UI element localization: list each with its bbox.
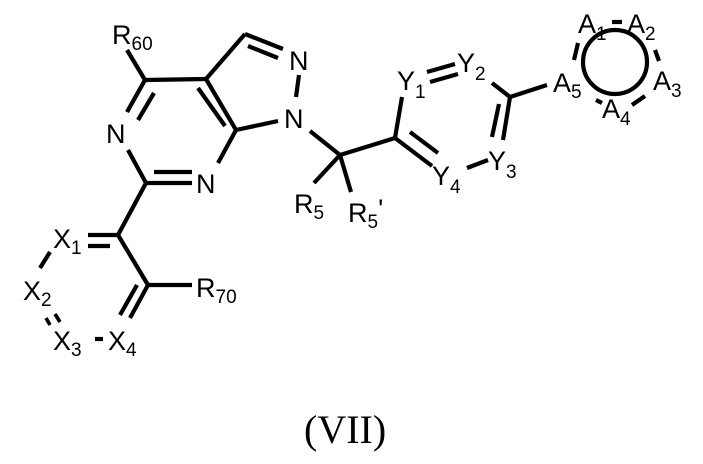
figure-caption: (VII) [304,407,386,452]
bond-x2-x3-inner [53,313,62,323]
bond-a3-a4 [630,94,647,107]
label-y4: Y4 [432,161,461,198]
label-r70: R70 [196,273,237,308]
bond-y4-c1p [393,136,434,168]
bond-ch-r5 [312,153,342,185]
bond-c4-c3a [144,76,207,83]
label-x1: X1 [53,224,82,259]
label-a5: A5 [553,68,582,103]
bond-x1-x2 [38,250,52,270]
label-r60: R60 [112,20,153,55]
label-n5: N [106,119,126,149]
bond-y3-y4 [466,158,489,170]
bond-a2-a3 [653,49,661,62]
aromatic-ring-circle [580,27,650,97]
bond-y4-c1p-inner [408,130,440,155]
bond-c7a-c3a [204,77,238,132]
bond-n2-n1 [293,74,302,98]
bond-c3-n2-inner [247,44,279,60]
label-x2: X2 [23,276,52,311]
bond-c4p-a5 [509,83,548,99]
bonds [38,19,661,342]
bond-n5-c6 [126,148,148,185]
bond-c6-ringc [116,182,148,236]
bond-n1-ch [308,129,342,157]
label-y1: Y1 [397,66,426,103]
bond-a5-a1 [571,42,581,61]
label-r5-prime: R5' [348,194,383,233]
bond-ch-r5p [337,154,354,193]
bond-c4p-y3 [500,96,513,141]
bond-y1-y2 [426,61,456,75]
bond-ringc-cr70 [116,233,150,287]
bond-ch-c1p [339,135,396,158]
bond-c4-n5 [125,78,147,114]
bond-c4-n5-inner [136,91,156,122]
bond-cr70-x4 [128,283,150,320]
label-n1: N [284,104,304,134]
label-a2: A2 [627,9,656,45]
bond-r60-c4 [125,48,147,82]
label-x4: X4 [108,326,137,361]
bond-c3-n2 [244,32,284,51]
bond-cr70-x4-inner [118,283,139,317]
bond-c4p-y3-inner [489,103,502,138]
label-a4: A4 [602,94,631,130]
bond-c7a-c3a-inner [196,86,227,128]
label-x3: X3 [53,326,82,361]
label-n2: N [289,46,309,76]
label-r5: R5 [294,189,324,224]
label-a1: A1 [578,9,607,45]
bond-y2-c4p [490,81,512,99]
label-y2: Y2 [457,48,486,85]
bond-x2-x3 [44,317,52,326]
label-y3: Y3 [488,146,517,183]
bond-c3a-c3 [204,32,247,81]
bond-n1-c7a [235,118,279,133]
bond-y1-y2-inner [429,71,459,85]
label-n7: N [196,169,216,199]
label-a3: A3 [653,66,682,102]
bond-c1p-y1 [392,96,405,139]
atom-labels: R60 N N N N R5 R5' Y1 Y2 Y3 Y4 A1 A2 A3 … [23,9,682,361]
bond-n7-c7a [216,128,238,165]
bond-a4-a5 [595,98,603,105]
